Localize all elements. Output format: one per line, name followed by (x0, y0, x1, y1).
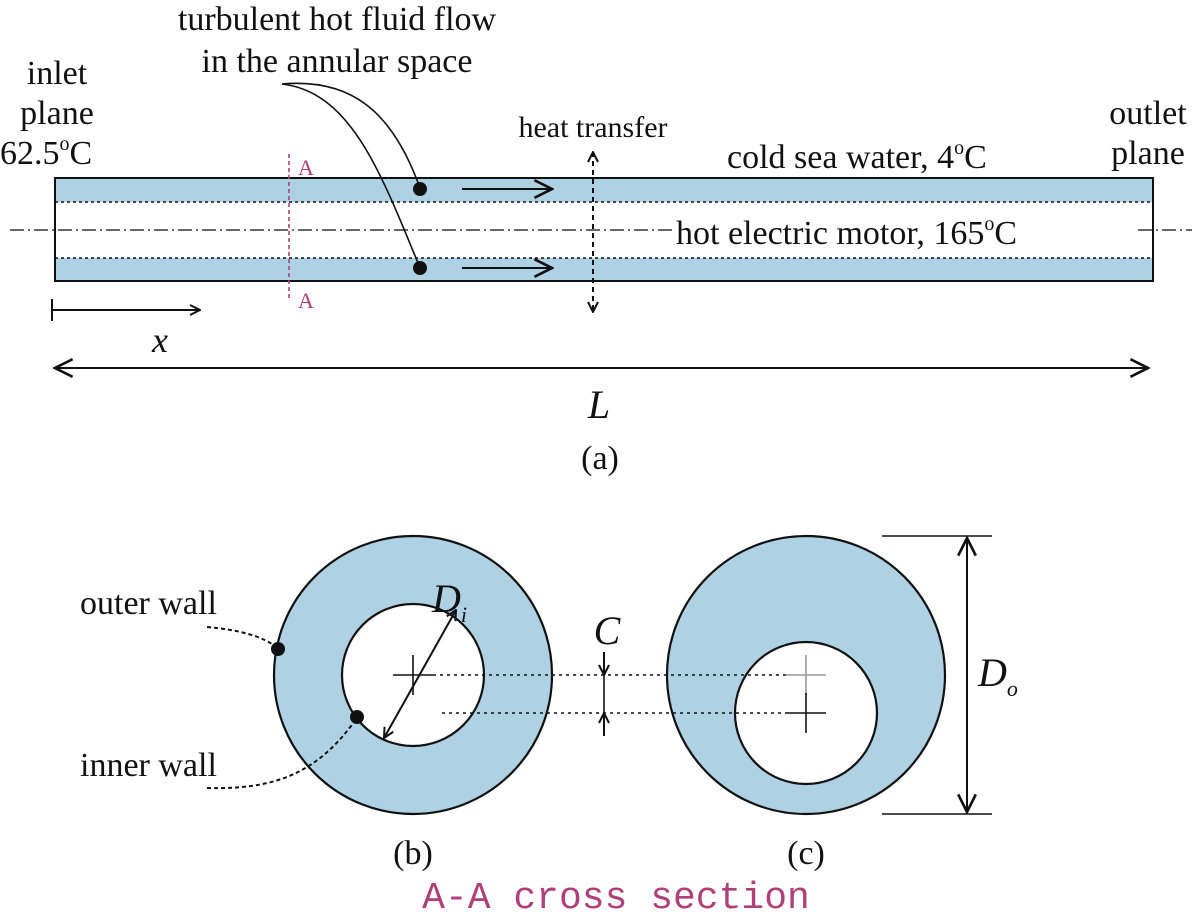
outer-diameter-label: Do (977, 650, 1018, 701)
inner-wall-leader (206, 717, 358, 790)
panel-c: C Do (c) (433, 534, 1018, 872)
inner-diameter-label: Di (431, 576, 467, 627)
section-mark-top: A (298, 155, 314, 180)
clearance-symbol: C (594, 608, 622, 653)
outer-wall-dot (271, 642, 285, 656)
panel-a: A A turbulent hot fluid flow in the annu… (0, 1, 1192, 477)
flow-leader-lower (281, 83, 421, 269)
inlet-label-line1: inlet (27, 55, 88, 92)
flow-dot-lower (413, 261, 427, 275)
panel-a-caption: (a) (581, 440, 619, 477)
flow-label-line1: turbulent hot fluid flow (178, 1, 497, 38)
heat-transfer-label: heat transfer (518, 111, 667, 144)
panel-b-caption: (b) (393, 835, 433, 872)
panel-b: Di outer wall inner wall (b) (80, 534, 554, 872)
section-caption: A-A cross section (422, 877, 810, 914)
flow-leader-upper (281, 82, 421, 189)
lower-annulus-fluid (55, 258, 1153, 281)
flow-dot-upper (413, 182, 427, 196)
inner-wall-label: inner wall (80, 747, 217, 784)
inner-diameter-arrow (384, 610, 456, 738)
inlet-label-line2: plane (20, 95, 94, 132)
x-symbol: x (151, 320, 168, 360)
upper-annulus-fluid (55, 178, 1153, 202)
outer-wall-label: outer wall (80, 585, 217, 622)
panel-c-caption: (c) (787, 835, 825, 872)
motor-label-bg (672, 208, 1134, 248)
outer-wall-leader (206, 626, 279, 649)
length-symbol: L (587, 382, 610, 427)
inlet-temperature: 62.5oC (0, 133, 92, 172)
motor-label: hot electric motor, 165oC (676, 213, 1017, 252)
outlet-label-line1: outlet (1109, 95, 1187, 132)
flow-label-line2: in the annular space (202, 43, 473, 80)
outlet-label-line2: plane (1111, 135, 1185, 172)
sea-water-label: cold sea water, 4oC (727, 137, 987, 176)
outer-pipe-wall (54, 177, 1154, 282)
inner-wall-dot (350, 710, 364, 724)
section-mark-bottom: A (298, 288, 314, 313)
